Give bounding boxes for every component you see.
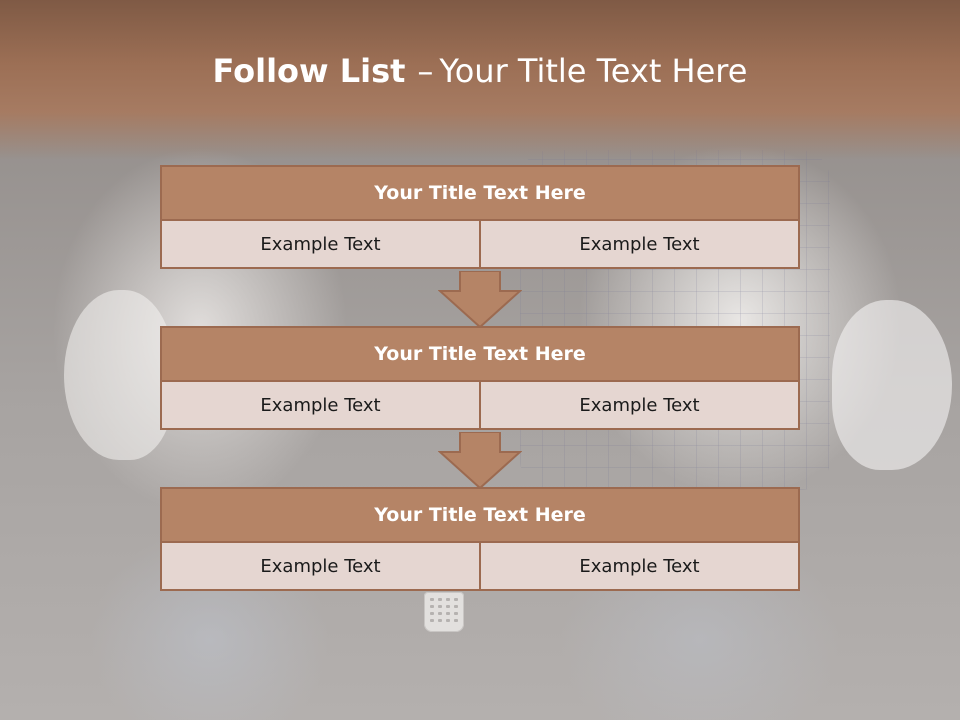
pillow-right — [832, 300, 952, 470]
slide-title: Follow List–Your Title Text Here — [0, 52, 960, 90]
follow-block-row: Example Text Example Text — [160, 543, 800, 591]
follow-block-cell-left: Example Text — [160, 382, 481, 430]
follow-block-cell-left: Example Text — [160, 543, 481, 591]
header-band — [0, 0, 960, 160]
follow-block-3: Your Title Text Here Example Text Exampl… — [160, 487, 800, 591]
follow-block-row: Example Text Example Text — [160, 221, 800, 269]
remote-control — [424, 592, 464, 632]
follow-block-title: Your Title Text Here — [160, 326, 800, 382]
slide-title-dash: – — [417, 52, 434, 90]
down-arrow-2 — [438, 432, 522, 490]
slide-title-bold: Follow List — [212, 52, 406, 90]
follow-block-title: Your Title Text Here — [160, 165, 800, 221]
slide-title-rest: Your Title Text Here — [439, 52, 748, 90]
follow-block-cell-right: Example Text — [481, 543, 800, 591]
down-arrow-1 — [438, 271, 522, 329]
follow-block-cell-left: Example Text — [160, 221, 481, 269]
follow-block-title: Your Title Text Here — [160, 487, 800, 543]
pillow-left — [64, 290, 174, 460]
follow-block-cell-right: Example Text — [481, 221, 800, 269]
follow-block-row: Example Text Example Text — [160, 382, 800, 430]
follow-block-cell-right: Example Text — [481, 382, 800, 430]
follow-block-1: Your Title Text Here Example Text Exampl… — [160, 165, 800, 269]
follow-block-2: Your Title Text Here Example Text Exampl… — [160, 326, 800, 430]
